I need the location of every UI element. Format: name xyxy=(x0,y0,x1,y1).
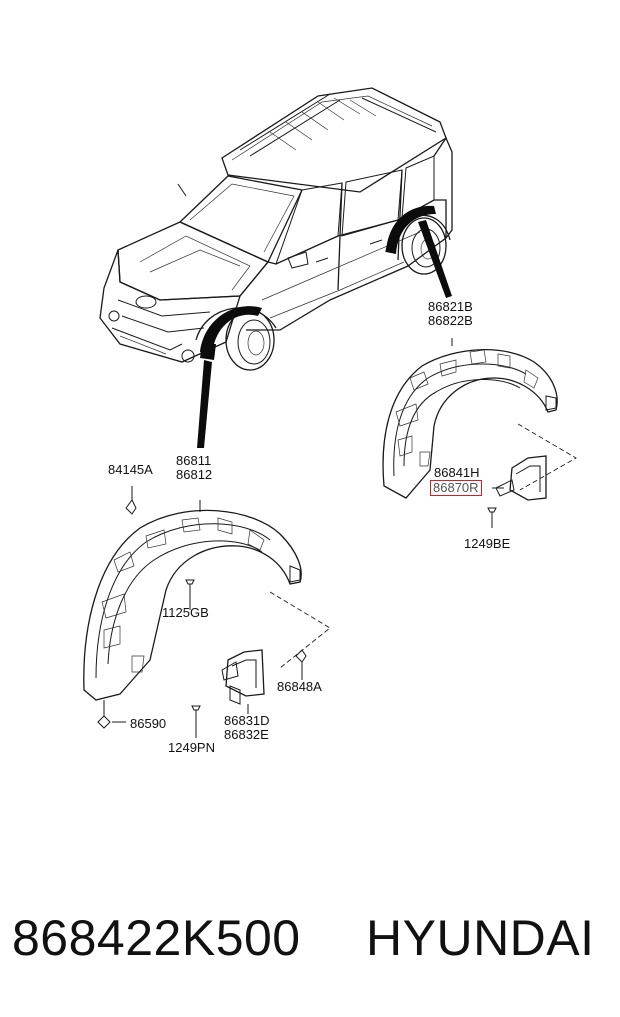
label-screw-rear: 1249BE xyxy=(464,536,511,551)
label-rear-flap-a: 86841H xyxy=(434,465,480,480)
footer-part-number: 868422K500 xyxy=(12,910,301,966)
label-screw-flap: 1249PN xyxy=(168,740,215,755)
label-rear-flap-b-highlighted: 86870R xyxy=(430,480,482,496)
label-screw-front: 1125GB xyxy=(162,605,209,620)
front-liner-illustration xyxy=(83,486,331,738)
car-illustration xyxy=(99,87,453,448)
rear-liner-illustration xyxy=(382,338,577,528)
label-front-liner-1: 86811 xyxy=(176,453,212,468)
footer-brand: HYUNDAI xyxy=(366,910,595,966)
label-flap-front-2: 86832E xyxy=(224,727,269,742)
label-clip-top: 84145A xyxy=(108,462,153,477)
label-clip-bottom: 86590 xyxy=(130,716,167,731)
label-nut-flap: 86848A xyxy=(277,679,322,694)
label-rear-liner-1: 86821B xyxy=(428,299,473,314)
label-front-liner-2: 86812 xyxy=(176,467,213,482)
label-flap-front-1: 86831D xyxy=(224,713,270,728)
label-rear-liner-2: 86822B xyxy=(428,313,473,328)
